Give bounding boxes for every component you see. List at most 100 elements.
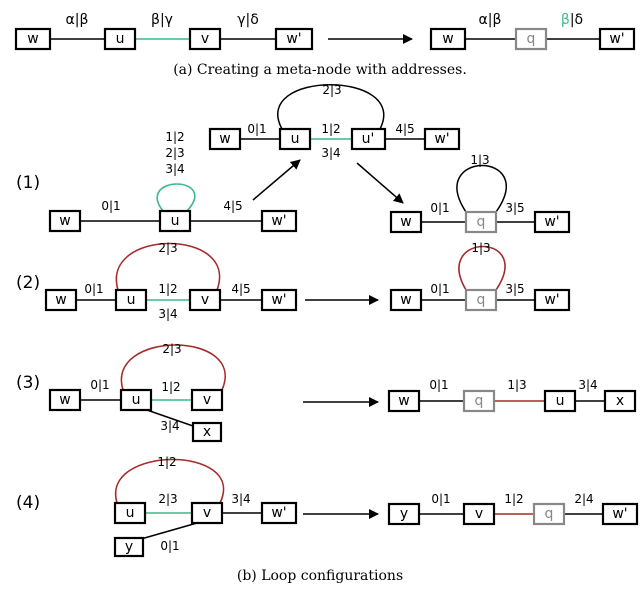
svg-text:w': w' xyxy=(271,292,286,308)
node: x xyxy=(191,421,223,443)
loop-label: 3|4 xyxy=(165,162,184,176)
node: x xyxy=(603,389,637,413)
svg-text:w': w' xyxy=(544,292,559,308)
loop xyxy=(456,164,507,213)
row-label: (4) xyxy=(16,493,40,513)
node: w xyxy=(387,389,421,413)
node: w' xyxy=(601,502,639,526)
node: u xyxy=(543,389,577,413)
node: w' xyxy=(598,27,636,51)
edge-label: 0|1 xyxy=(430,201,449,215)
row-label: (1) xyxy=(16,173,40,193)
svg-text:v: v xyxy=(201,31,209,47)
edge xyxy=(140,522,198,540)
edge-label: 3|4 xyxy=(160,419,179,433)
loop-label: 2|3 xyxy=(165,146,184,160)
svg-text:w: w xyxy=(400,292,411,308)
node: w' xyxy=(533,288,571,312)
node: w' xyxy=(260,501,298,525)
edge-label: 3|4 xyxy=(231,492,250,506)
edge-label: α|β xyxy=(479,12,502,28)
edge-label: 2|4 xyxy=(574,492,593,506)
svg-text:w': w' xyxy=(612,506,627,522)
edge-label-below: 3|4 xyxy=(321,146,340,160)
loop-label: 1|3 xyxy=(470,153,489,167)
meta-node: q xyxy=(514,27,548,51)
edge-label: 0|1 xyxy=(431,492,450,506)
edge-label: 0|1 xyxy=(90,378,109,392)
row1-mid: w u u' w' 0|1 1|2 4|5 2|3 3|4 xyxy=(208,83,461,160)
svg-text:w: w xyxy=(59,392,70,408)
node: w' xyxy=(260,209,298,233)
edge-label: β|δ xyxy=(561,12,583,28)
meta-node: q xyxy=(464,288,498,312)
svg-text:w': w' xyxy=(434,131,449,147)
svg-text:u: u xyxy=(171,213,180,229)
edge-label: 4|5 xyxy=(231,282,250,296)
svg-text:y: y xyxy=(400,506,408,522)
edge-label: 0|1 xyxy=(430,282,449,296)
row2-left: w u v w' 0|1 1|2 4|5 2|3 3|4 xyxy=(44,241,298,321)
svg-text:w': w' xyxy=(544,214,559,230)
arc-label: 2|3 xyxy=(322,83,341,97)
svg-text:w': w' xyxy=(271,505,286,521)
svg-text:v: v xyxy=(475,506,483,522)
svg-text:q: q xyxy=(475,393,484,409)
edge-label-below: 3|4 xyxy=(158,307,177,321)
svg-text:x: x xyxy=(203,424,211,440)
arc-label: 2|3 xyxy=(162,342,181,356)
arc xyxy=(277,84,385,130)
svg-text:q: q xyxy=(545,506,554,522)
edge-label: 0|1 xyxy=(101,199,120,213)
node: u xyxy=(119,388,153,412)
caption-a: (a) Creating a meta-node with addresses. xyxy=(173,62,467,78)
row3-right: w q u x 0|1 1|3 3|4 xyxy=(387,378,637,413)
edge-label: 3|5 xyxy=(505,282,524,296)
node: w' xyxy=(423,127,461,151)
svg-text:w': w' xyxy=(271,213,286,229)
svg-text:u: u xyxy=(126,505,135,521)
edge-label: 1|2 xyxy=(321,122,340,136)
edge-label: 1|3 xyxy=(507,378,526,392)
node: w' xyxy=(533,210,571,234)
svg-text:v: v xyxy=(203,392,211,408)
loop-green xyxy=(156,183,196,212)
node: u xyxy=(103,27,137,51)
node: w xyxy=(389,288,423,312)
svg-text:u: u xyxy=(291,131,300,147)
svg-text:u: u xyxy=(127,292,136,308)
arc-red xyxy=(120,344,226,391)
node: w xyxy=(389,210,423,234)
row2-right: w q w' 0|1 3|5 1|3 xyxy=(389,241,571,312)
row4-left: u v w' y 2|3 3|4 0|1 1|2 xyxy=(113,455,298,558)
edge xyxy=(146,409,194,427)
svg-text:v: v xyxy=(203,505,211,521)
node: w xyxy=(44,288,78,312)
meta-node: q xyxy=(462,389,496,413)
node: w' xyxy=(274,27,314,51)
node: v xyxy=(188,27,222,51)
node: u xyxy=(158,209,192,233)
meta-node: q xyxy=(532,502,566,526)
arrow xyxy=(356,162,404,204)
svg-text:w': w' xyxy=(286,31,301,47)
edge-label: β|γ xyxy=(151,12,173,28)
meta-node: q xyxy=(464,210,498,234)
svg-text:w: w xyxy=(400,214,411,230)
node: v xyxy=(190,501,224,525)
node: y xyxy=(387,502,421,526)
svg-text:w: w xyxy=(398,393,409,409)
node: u xyxy=(278,127,312,151)
edge-label: 0|1 xyxy=(429,378,448,392)
part-a-right: w q w' α|β β|δ xyxy=(429,12,636,51)
edge-label: 4|5 xyxy=(395,122,414,136)
svg-text:u': u' xyxy=(362,131,375,147)
edge-label: 0|1 xyxy=(247,122,266,136)
edge-label: 1|2 xyxy=(504,492,523,506)
node: y xyxy=(113,536,145,558)
edge-label: α|β xyxy=(66,12,89,28)
edge-label: 3|5 xyxy=(505,201,524,215)
edge-label: 0|1 xyxy=(160,539,179,553)
svg-text:w': w' xyxy=(609,31,624,47)
node: u xyxy=(114,288,148,312)
